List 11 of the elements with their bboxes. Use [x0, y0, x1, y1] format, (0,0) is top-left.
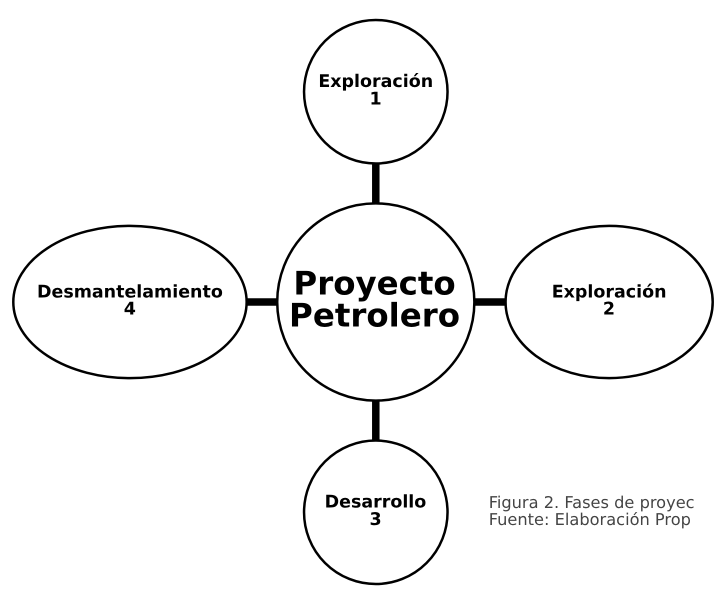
node-ellipse: Desmantelamiento 4: [12, 224, 248, 379]
label: Fuente: Elaboración Prop: [488, 510, 691, 529]
node-circle: Exploración 1: [302, 18, 449, 164]
node-circle: Desarrollo 3: [302, 438, 449, 585]
connector: [372, 400, 380, 440]
label: Figura 2. Fases de proyec: [488, 492, 695, 512]
node-ellipse: Exploración 2: [504, 224, 714, 379]
node-circle: Proyecto Petrolero: [276, 202, 476, 402]
connector: [372, 163, 380, 203]
connector: [247, 298, 277, 306]
connector: [474, 298, 506, 306]
